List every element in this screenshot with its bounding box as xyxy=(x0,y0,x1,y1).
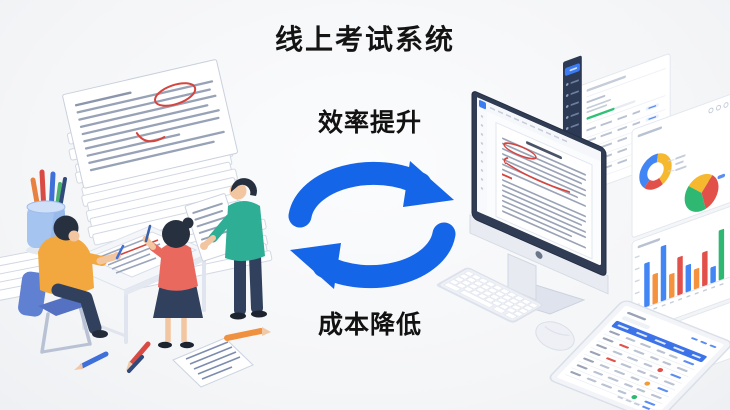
data-table xyxy=(564,311,717,410)
camera-dot-icon xyxy=(535,251,543,259)
mouse xyxy=(535,321,575,351)
grader-sitting xyxy=(18,215,125,354)
tablet xyxy=(549,300,730,410)
scattered-pencils xyxy=(74,327,271,373)
red-grade-marks xyxy=(135,82,197,143)
editor-toolbar xyxy=(477,97,601,162)
arrow-bottom xyxy=(290,222,456,289)
label-efficiency: 效率提升 xyxy=(317,108,422,137)
online-exam-dashboard-illustration xyxy=(436,53,730,410)
arrow-top xyxy=(288,161,454,228)
red-annotation xyxy=(502,142,571,193)
cycle-refresh-arrows-icon xyxy=(288,161,456,289)
monitor xyxy=(469,91,609,295)
monitor-stand xyxy=(490,253,586,315)
teacher-standing-female xyxy=(142,217,203,349)
bar-chart xyxy=(644,228,725,308)
paper-grading-illustration xyxy=(0,59,273,388)
label-cost-reduction: 成本降低 xyxy=(317,310,422,339)
top-exam-sheet xyxy=(62,59,238,189)
floor-paper xyxy=(172,337,254,388)
editor-side-rail xyxy=(477,107,487,216)
teacher-standing-male xyxy=(184,178,267,320)
page-title: 线上考试系统 xyxy=(274,23,455,56)
donut-chart xyxy=(639,153,672,190)
keyboard xyxy=(436,267,544,323)
pie-chart xyxy=(684,173,719,212)
document-page xyxy=(495,121,593,260)
